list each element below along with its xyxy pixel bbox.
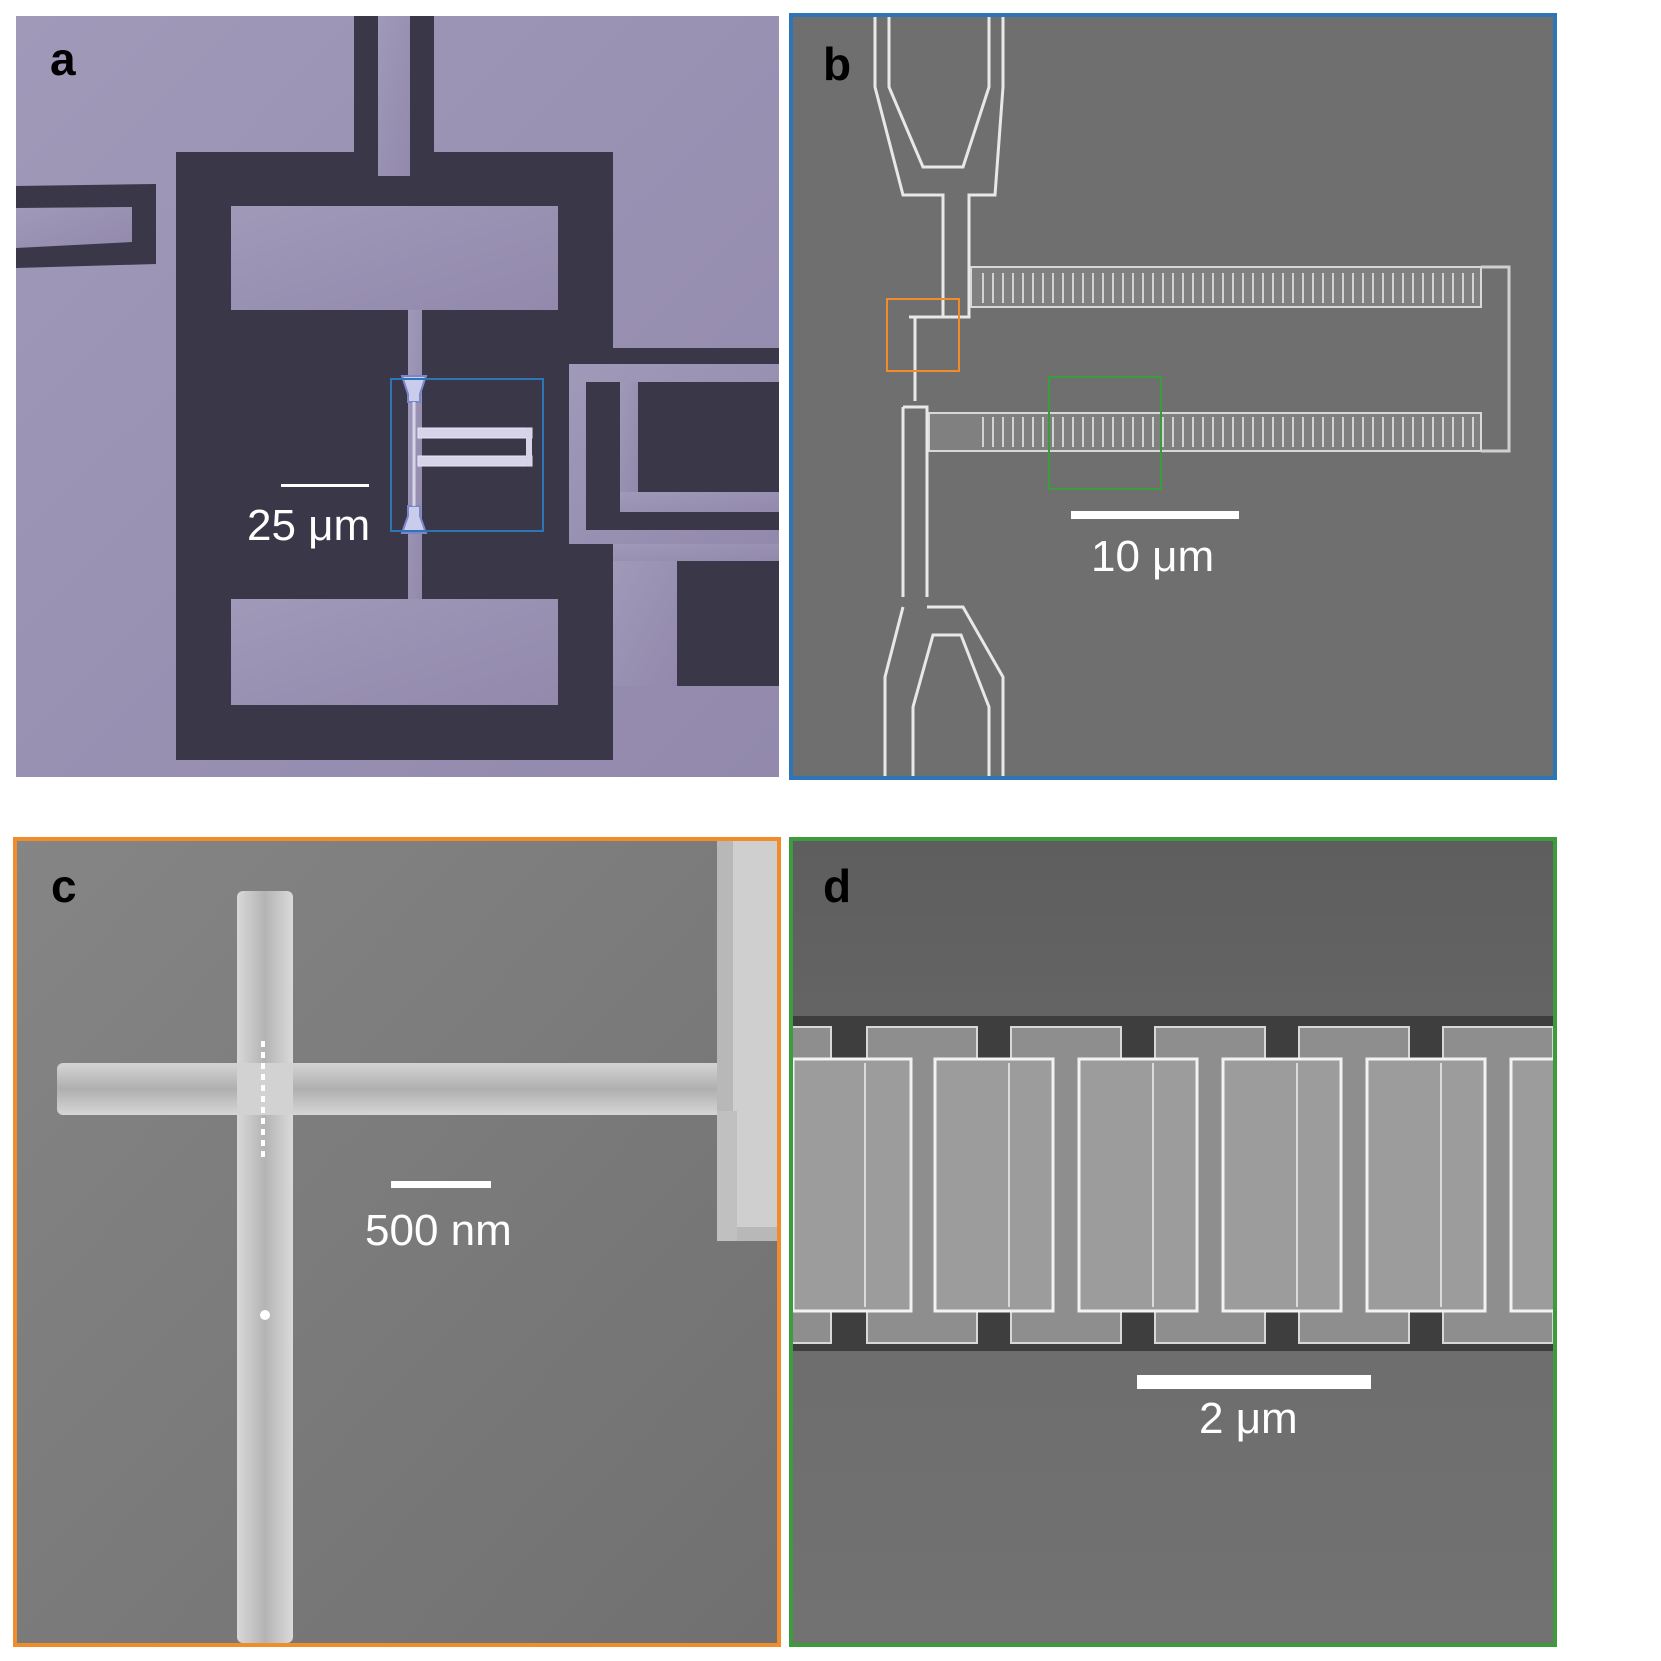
inset-box-orange [886, 298, 960, 372]
meander-fingers-detail [793, 1026, 1553, 1344]
scale-bar-d [1137, 1375, 1371, 1389]
scale-label-a: 25 μm [247, 501, 371, 550]
panel-d: d 2 μm [789, 837, 1557, 1647]
panel-b: b 10 μm [789, 13, 1557, 780]
panel-a: a 25 μm [16, 16, 779, 777]
lower-pad [231, 599, 558, 705]
inset-box-blue [390, 378, 544, 532]
scale-bar-c [391, 1181, 491, 1188]
vertical-wire [237, 891, 293, 1643]
scale-bar-b [1071, 511, 1239, 519]
panel-c: c 500 nm [13, 837, 781, 1647]
sem-overview [793, 17, 1553, 776]
device-inset [400, 375, 533, 534]
scale-label-c: 500 nm [365, 1206, 512, 1255]
panel-c-letter: c [51, 860, 77, 912]
scale-label-b: 10 μm [1091, 532, 1215, 581]
meander-fingers [982, 273, 1474, 447]
scale-bar-a [281, 484, 369, 487]
sem-meander-detail [793, 841, 1553, 1643]
scale-label-d: 2 μm [1199, 1394, 1298, 1443]
sem-junction [17, 841, 777, 1643]
panel-b-letter: b [823, 38, 852, 90]
optical-micrograph [16, 16, 779, 777]
horizontal-wire [57, 1063, 737, 1115]
panel-a-letter: a [50, 33, 76, 85]
panel-d-letter: d [823, 860, 852, 912]
upper-pad [231, 206, 558, 310]
inset-box-green [1048, 376, 1162, 490]
